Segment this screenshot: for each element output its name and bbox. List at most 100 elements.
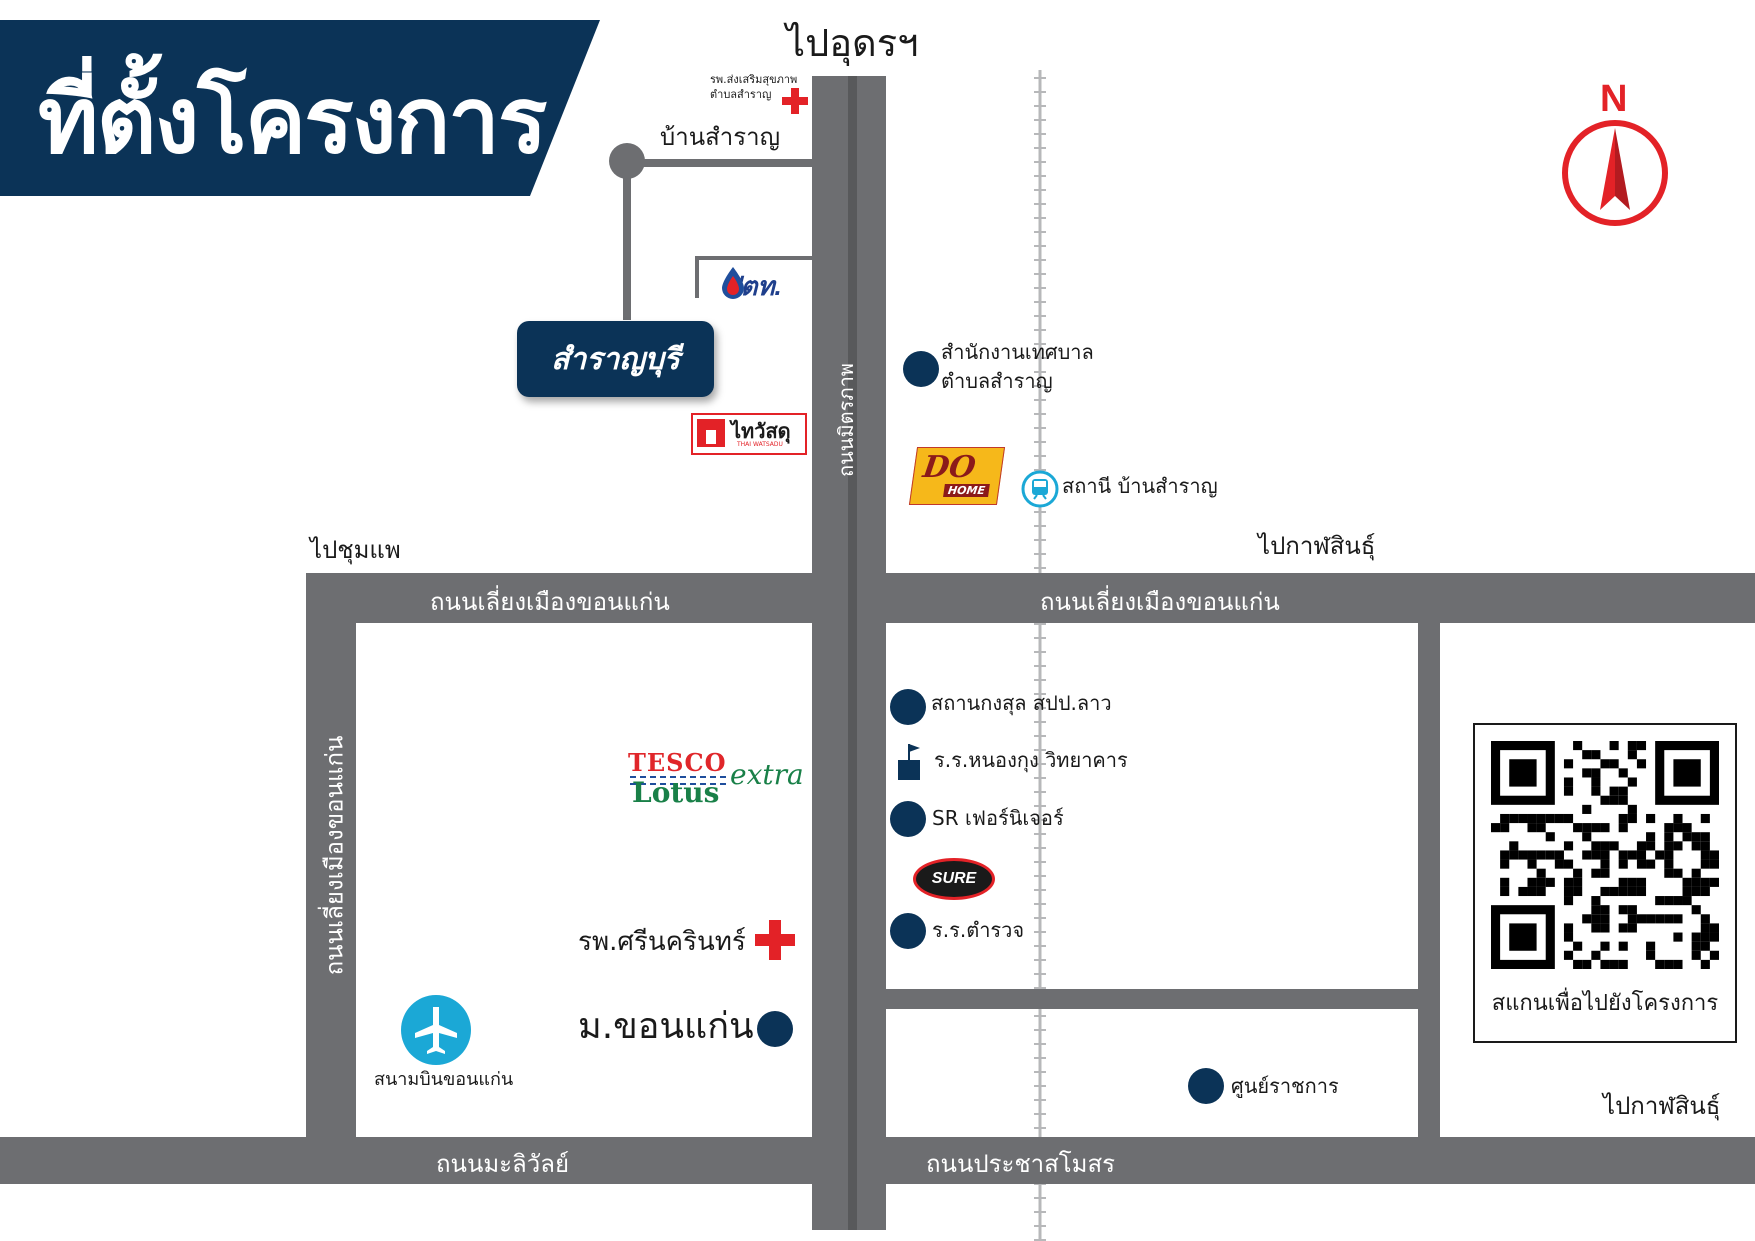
- qr-module: [1518, 886, 1528, 897]
- label-sr-furniture: SR เฟอร์นิเจอร์: [932, 806, 1064, 830]
- extra-text: extra: [730, 758, 804, 791]
- qr-module: [1627, 741, 1637, 751]
- sr-furniture-marker: [890, 801, 926, 837]
- qr-module: [1664, 850, 1674, 860]
- qr-module: [1636, 850, 1647, 860]
- qr-module: [1591, 786, 1601, 796]
- qr-module: [1709, 932, 1719, 942]
- qr-module: [1563, 932, 1574, 942]
- qr-module: [1500, 886, 1510, 897]
- qr-module: [1536, 886, 1546, 897]
- qr-module: [1636, 841, 1647, 851]
- ptt-connector: [695, 256, 812, 298]
- school-flag-icon: [898, 744, 920, 780]
- qr-module: [1573, 868, 1583, 878]
- qr-module: [1600, 905, 1610, 915]
- qr-module: [1691, 877, 1701, 887]
- qr-module: [1518, 850, 1528, 860]
- qr-module: [1582, 768, 1592, 778]
- qr-module: [1618, 850, 1628, 860]
- label-airport: สนามบินขอนแก่น: [374, 1069, 514, 1090]
- qr-module: [1618, 786, 1628, 796]
- qr-module: [1700, 813, 1710, 824]
- qr-module: [1682, 886, 1692, 897]
- qr-module: [1600, 868, 1610, 878]
- do-home-text: DO: [920, 450, 978, 485]
- qr-module: [1591, 823, 1601, 833]
- qr-module: [1500, 850, 1510, 860]
- kku-marker: [757, 1011, 793, 1047]
- qr-module: [1609, 886, 1619, 897]
- qr-finder-core: [1673, 759, 1701, 787]
- qr-module: [1527, 823, 1537, 833]
- qr-module: [1709, 950, 1719, 960]
- qr-module: [1545, 850, 1555, 860]
- qr-module: [1582, 914, 1592, 924]
- qr-module: [1627, 914, 1637, 924]
- qr-module: [1582, 959, 1592, 969]
- qr-module: [1627, 923, 1637, 933]
- qr-module: [1582, 823, 1592, 833]
- railway-line: [1034, 70, 1046, 1241]
- title-banner: [0, 20, 600, 196]
- label-government-center: ศูนย์ราชการ: [1231, 1074, 1339, 1098]
- qr-module: [1563, 877, 1574, 887]
- qr-module: [1573, 823, 1583, 833]
- qr-module: [1709, 877, 1719, 887]
- qr-module: [1591, 868, 1601, 878]
- qr-module: [1673, 914, 1683, 924]
- qr-module: [1591, 768, 1601, 778]
- qr-module: [1600, 959, 1610, 969]
- qr-module: [1600, 941, 1610, 951]
- qr-finder-core: [1509, 759, 1537, 787]
- qr-module: [1618, 813, 1628, 824]
- qr-caption: สแกนเพื่อไปยังโครงการ: [1491, 991, 1719, 1016]
- qr-module: [1618, 768, 1628, 778]
- label-hospital-small: รพ.ส่งเสริมสุขภาพ ตำบลสำราญ: [710, 73, 798, 102]
- train-station-icon: [1021, 470, 1059, 508]
- qr-module: [1691, 886, 1701, 897]
- qr-module: [1518, 813, 1528, 824]
- qr-module: [1664, 868, 1674, 878]
- qr-module: [1591, 750, 1601, 760]
- qr-module: [1527, 859, 1537, 869]
- project-logo-text: สำราญบุรี: [551, 341, 680, 377]
- page-title: ที่ตั้งโครงการ: [38, 67, 547, 174]
- qr-module: [1636, 759, 1647, 769]
- qr-module: [1563, 859, 1574, 869]
- qr-module: [1627, 905, 1637, 915]
- qr-module: [1582, 850, 1592, 860]
- qr-module: [1591, 777, 1601, 787]
- qr-module: [1664, 841, 1674, 851]
- qr-module: [1636, 914, 1647, 924]
- qr-module: [1709, 850, 1719, 860]
- qr-module: [1609, 786, 1619, 796]
- do-home-logo: DO HOME: [908, 447, 1006, 505]
- qr-module: [1582, 804, 1592, 814]
- qr-module: [1682, 896, 1692, 906]
- airplane-icon: [401, 995, 471, 1065]
- qr-module: [1673, 841, 1683, 851]
- qr-module: [1664, 896, 1674, 906]
- qr-module: [1700, 886, 1710, 897]
- qr-module: [1636, 741, 1647, 751]
- highway-median: [848, 76, 857, 1230]
- qr-code[interactable]: [1491, 741, 1719, 969]
- qr-module: [1691, 905, 1701, 915]
- road-label-mittraphap: ถนนมิตรภาพ: [834, 363, 858, 477]
- qr-module: [1609, 795, 1619, 805]
- qr-module: [1554, 813, 1564, 824]
- government-center-marker: [1188, 1068, 1224, 1104]
- qr-module: [1618, 959, 1628, 969]
- qr-module: [1691, 941, 1701, 951]
- qr-module: [1491, 823, 1501, 833]
- qr-module: [1700, 923, 1710, 933]
- qr-module: [1600, 914, 1610, 924]
- qr-module: [1618, 941, 1628, 951]
- qr-module: [1691, 868, 1701, 878]
- qr-module: [1664, 859, 1674, 869]
- qr-module: [1627, 777, 1637, 787]
- qr-module: [1655, 850, 1665, 860]
- qr-module: [1563, 759, 1574, 769]
- qr-module: [1618, 886, 1628, 897]
